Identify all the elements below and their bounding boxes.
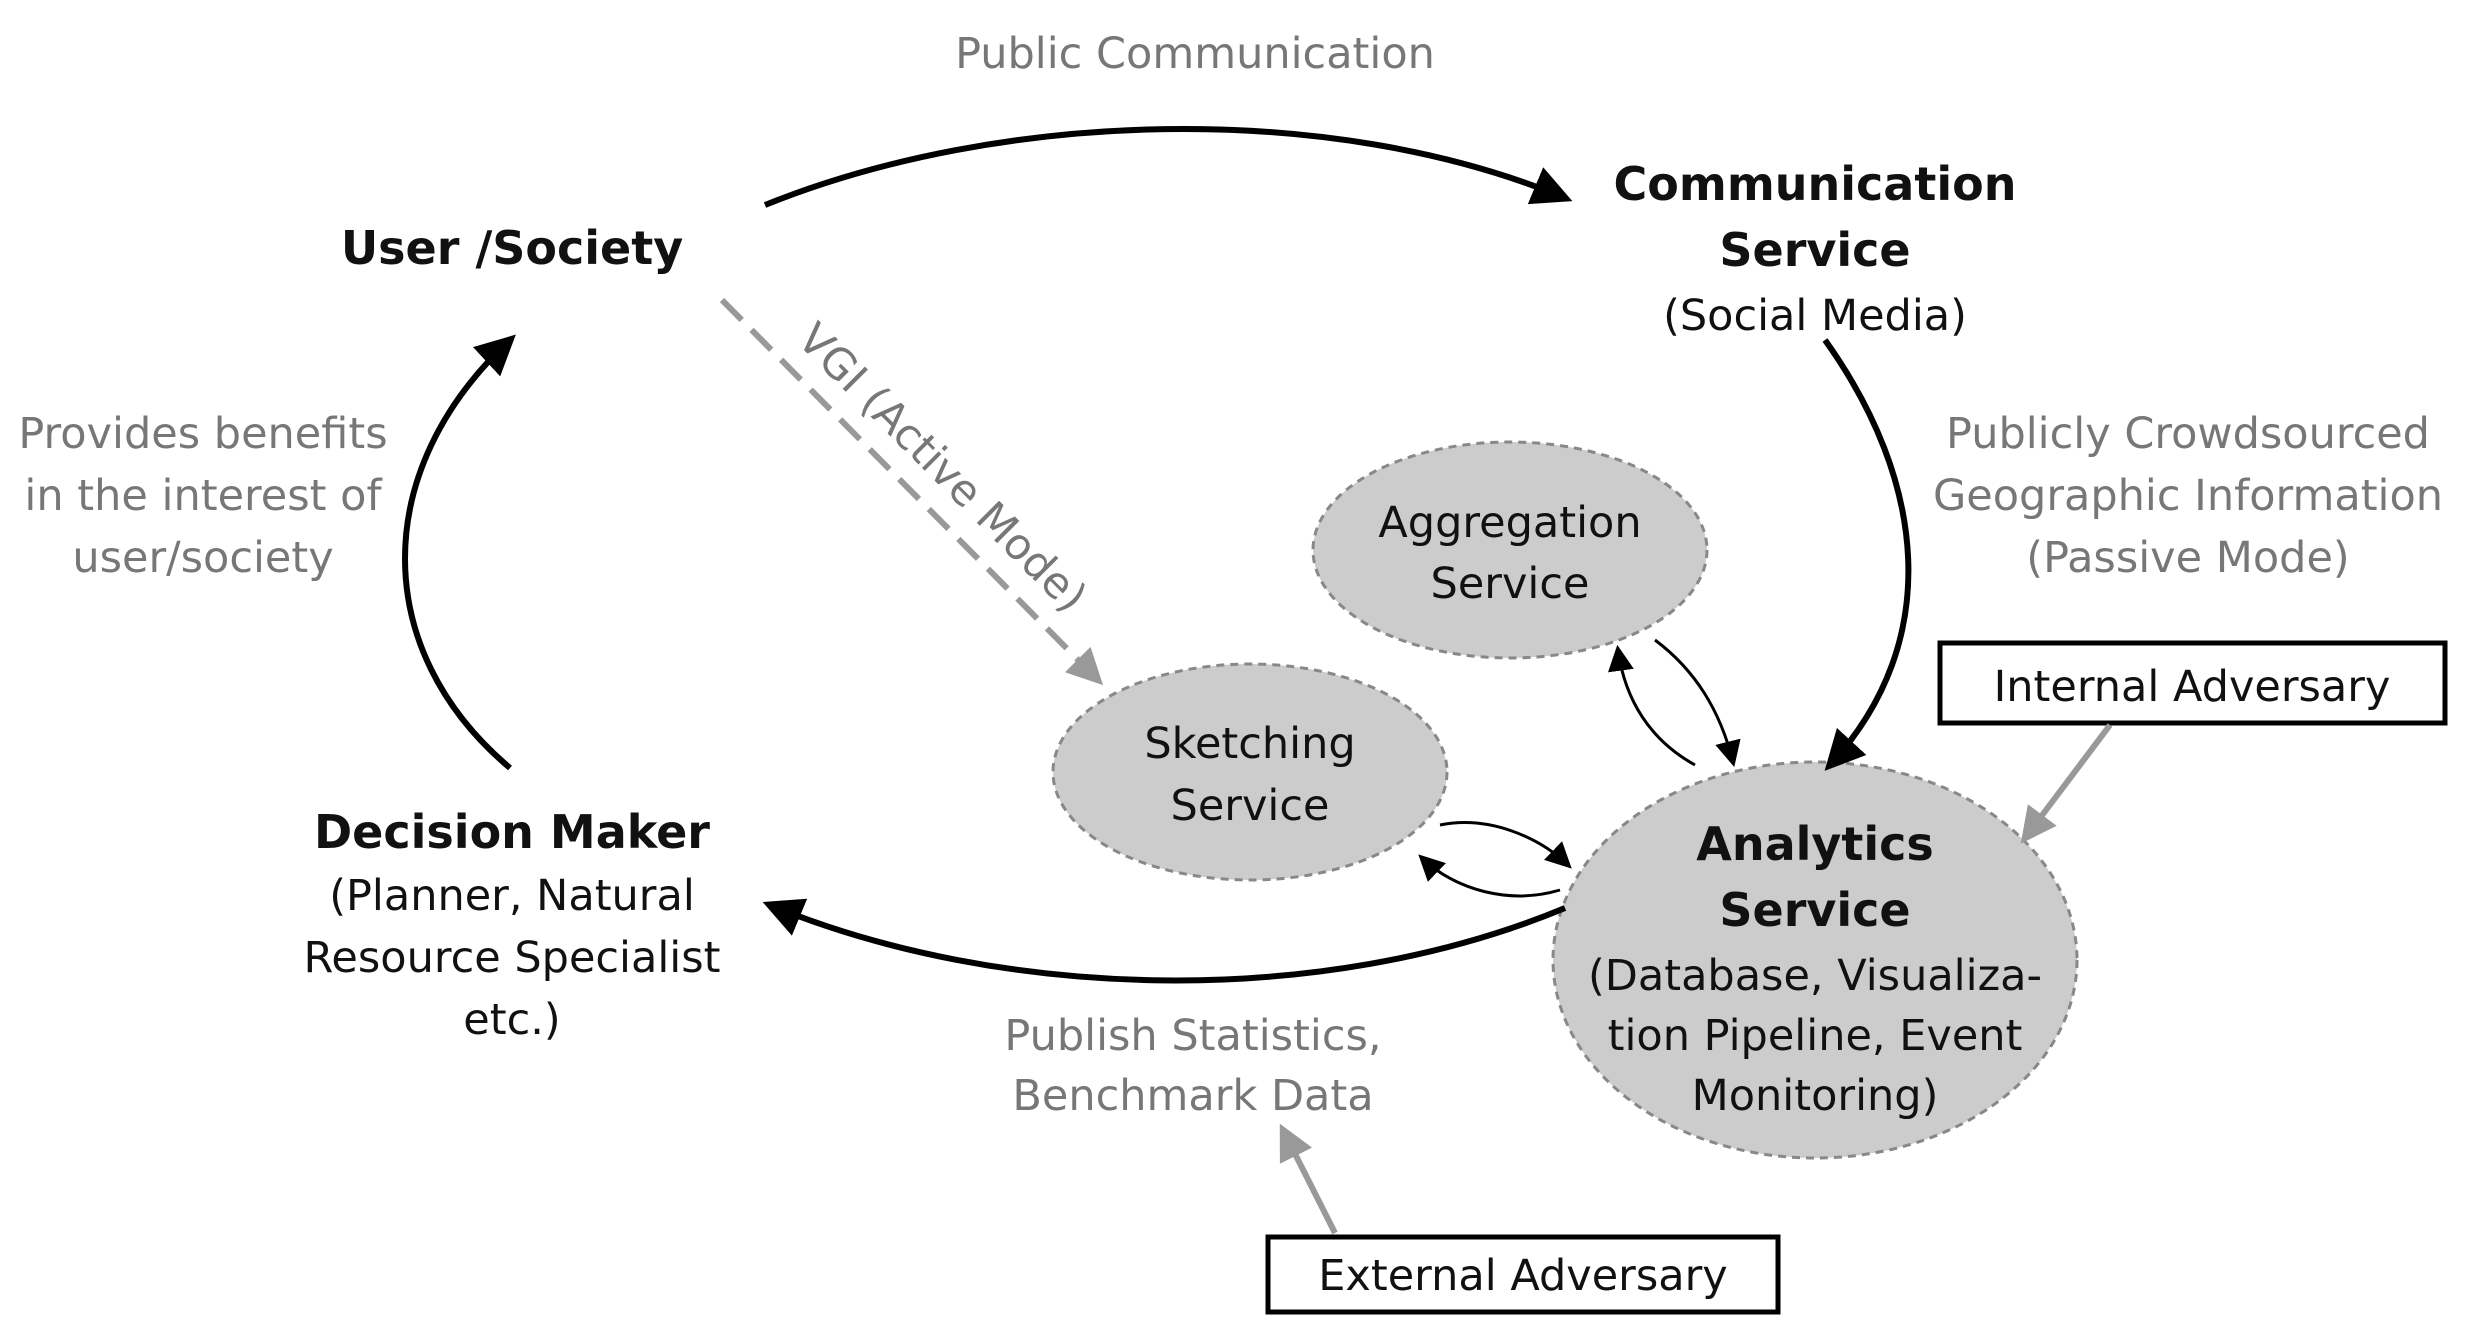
sketching-to-analytics-arrow bbox=[1439, 821, 1572, 869]
publish-label-line2: Benchmark Data bbox=[1012, 1071, 1373, 1121]
decision-maker-subtitle-line2: Resource Specialist bbox=[303, 933, 720, 983]
aggregation-service-line2: Service bbox=[1431, 559, 1590, 609]
aggregation-service-ellipse bbox=[1311, 440, 1709, 660]
internal-adversary-arrow bbox=[2020, 723, 2113, 844]
external-adversary-arrow bbox=[1279, 1123, 1338, 1235]
communication-service-subtitle: (Social Media) bbox=[1663, 291, 1967, 341]
sketching-service-line1: Sketching bbox=[1144, 719, 1355, 769]
benefits-arrow bbox=[402, 334, 516, 771]
decision-maker-subtitle-line1: (Planner, Natural bbox=[329, 871, 695, 921]
communication-service-title-line1: Communication bbox=[1614, 157, 2017, 211]
sketching-service-ellipse bbox=[1051, 662, 1449, 882]
internal-adversary-box bbox=[1937, 640, 2448, 726]
passive-label-line3: (Passive Mode) bbox=[2026, 533, 2349, 583]
analytics-service-ellipse bbox=[1551, 760, 2079, 1160]
publish-arrow bbox=[762, 898, 1567, 984]
aggregation-service-line1: Aggregation bbox=[1378, 498, 1641, 548]
user-society-title: User /Society bbox=[341, 221, 683, 275]
analytics-service-subtitle-line1: (Database, Visualiza- bbox=[1588, 951, 2042, 1001]
communication-service-title-line2: Service bbox=[1719, 223, 1910, 277]
benefits-label-line1: Provides benefits bbox=[18, 409, 387, 459]
internal-adversary-label: Internal Adversary bbox=[1994, 662, 2391, 712]
analytics-service-title-line1: Analytics bbox=[1696, 817, 1934, 871]
sketching-service-line2: Service bbox=[1171, 781, 1330, 831]
external-adversary-box bbox=[1265, 1234, 1781, 1315]
passive-mode-arrow bbox=[1822, 338, 1912, 771]
vgi-active-label: VGI (Active Mode) bbox=[788, 314, 1097, 623]
vgi-active-arrow bbox=[719, 297, 1104, 686]
analytics-service-subtitle-line3: Monitoring) bbox=[1692, 1071, 1939, 1121]
analytics-to-sketching-arrow bbox=[1418, 854, 1561, 898]
analytics-service-title-line2: Service bbox=[1719, 883, 1910, 937]
benefits-label-line2: in the interest of bbox=[24, 471, 382, 521]
public-communication-arrow bbox=[763, 125, 1573, 208]
decision-maker-title: Decision Maker bbox=[314, 805, 710, 859]
analytics-to-aggregation-arrow bbox=[1608, 644, 1696, 767]
benefits-label-line3: user/society bbox=[72, 533, 333, 583]
external-adversary-label: External Adversary bbox=[1318, 1251, 1728, 1301]
public-communication-label: Public Communication bbox=[955, 29, 1435, 79]
aggregation-to-analytics-arrow bbox=[1654, 638, 1741, 768]
analytics-service-subtitle-line2: tion Pipeline, Event bbox=[1608, 1011, 2023, 1061]
passive-label-line1: Publicly Crowdsourced bbox=[1946, 409, 2430, 459]
passive-label-line2: Geographic Information bbox=[1933, 471, 2443, 521]
decision-maker-subtitle-line3: etc.) bbox=[463, 995, 560, 1045]
publish-label-line1: Publish Statistics, bbox=[1004, 1011, 1381, 1061]
